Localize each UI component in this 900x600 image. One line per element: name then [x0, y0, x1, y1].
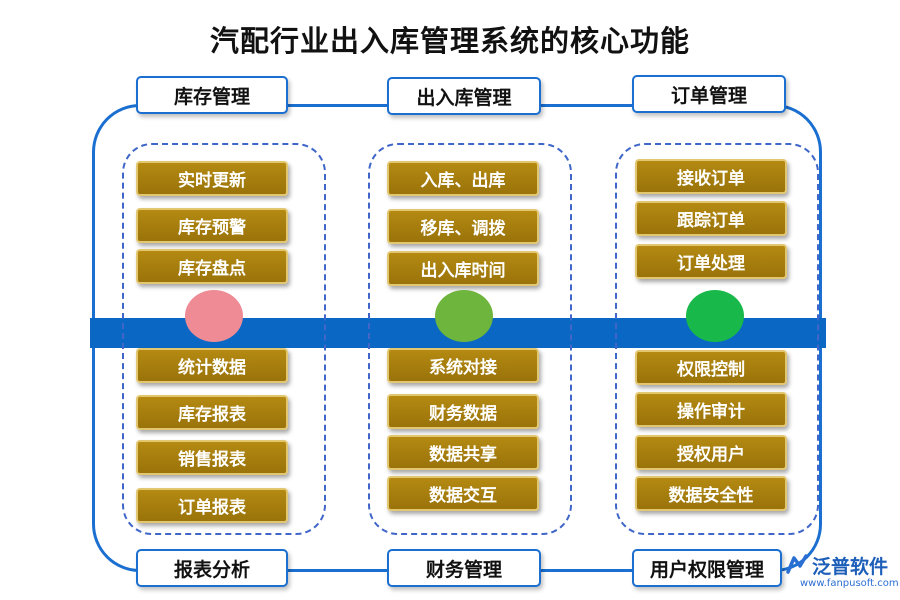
item-data-security: 数据安全性	[635, 476, 787, 511]
page-title: 汽配行业出入库管理系统的核心功能	[209, 24, 690, 58]
item-order-report: 订单报表	[136, 488, 288, 523]
item-data-sharing: 数据共享	[387, 435, 539, 470]
header-inventory-management: 库存管理	[136, 76, 288, 114]
brand-url: www.fanpusoft.com	[800, 578, 899, 589]
brand-name: 泛普软件	[812, 556, 889, 578]
item-inventory-report: 库存报表	[136, 395, 288, 430]
item-inventory-count: 库存盘点	[136, 249, 288, 284]
column-dot-inventory	[185, 290, 243, 342]
item-operation-audit: 操作审计	[635, 392, 787, 427]
item-in-out-time: 出入库时间	[387, 251, 539, 286]
header-in-out-management: 出入库管理	[387, 77, 541, 115]
column-box-inventory	[122, 143, 326, 535]
column-box-in-out	[368, 143, 572, 535]
header-finance-management: 财务管理	[387, 549, 541, 587]
item-statistics-data: 统计数据	[136, 348, 288, 383]
item-financial-data: 财务数据	[387, 394, 539, 429]
header-user-permission-management: 用户权限管理	[632, 549, 782, 587]
item-sales-report: 销售报表	[136, 440, 288, 475]
item-receive-order: 接收订单	[635, 159, 787, 194]
item-inventory-alert: 库存预警	[136, 208, 288, 243]
fanpu-logo-icon	[784, 552, 810, 578]
item-authorized-user: 授权用户	[635, 435, 787, 470]
item-data-exchange: 数据交互	[387, 476, 539, 511]
item-order-processing: 订单处理	[635, 244, 787, 279]
header-order-management: 订单管理	[632, 75, 786, 113]
brand-logo: 泛普软件 www.fanpusoft.com	[784, 552, 899, 596]
header-report-analysis: 报表分析	[136, 549, 288, 587]
item-inbound-outbound: 入库、出库	[387, 161, 539, 196]
column-dot-orders	[686, 290, 744, 342]
column-box-orders	[615, 143, 819, 535]
item-system-integration: 系统对接	[387, 348, 539, 383]
item-permission-control: 权限控制	[635, 350, 787, 385]
item-real-time-update: 实时更新	[136, 161, 288, 196]
item-track-order: 跟踪订单	[635, 201, 787, 236]
item-transfer-allocation: 移库、调拨	[387, 209, 539, 244]
column-dot-in-out	[435, 290, 493, 342]
